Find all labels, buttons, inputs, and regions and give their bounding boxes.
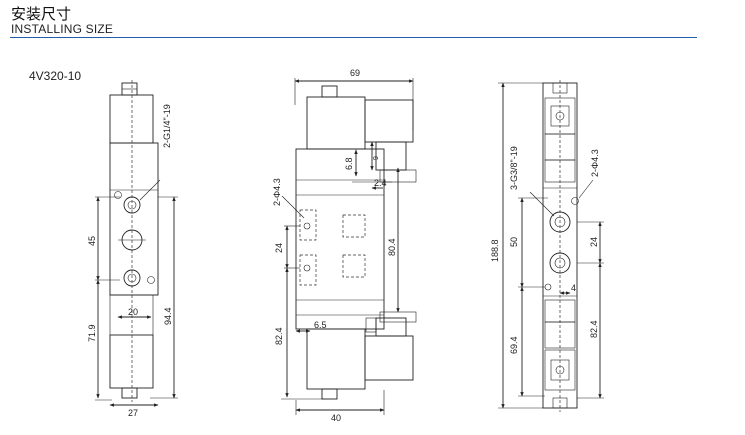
left-upper-coil: [109, 94, 154, 144]
section-title-chinese: 安装尺寸: [11, 5, 72, 23]
right-dim-69-4: 69.4: [509, 336, 519, 354]
right-view: [498, 80, 604, 412]
mid-plug-lower: [375, 317, 407, 337]
middle-view: [281, 78, 417, 415]
mid-bottom-nut: [321, 388, 338, 400]
mid-dim-40: 40: [331, 413, 341, 423]
mid-dim-9: 9: [373, 156, 380, 160]
mid-dim-24: 24: [274, 243, 284, 253]
mid-dim-80-4: 80.4: [387, 238, 397, 256]
left-dim-94-4: 94.4: [163, 307, 173, 325]
left-bottom-nut: [121, 387, 138, 399]
left-dim-45: 45: [87, 236, 97, 246]
left-dim-71-9: 71.9: [87, 324, 97, 342]
right-hole-label: 2-Φ4.3: [590, 149, 600, 177]
right-dim-188-8: 188.8: [490, 239, 500, 262]
mid-dim-2-4: 2.4: [374, 178, 387, 188]
mid-hole-lower: [303, 264, 311, 272]
mid-connector-lower: [364, 335, 414, 381]
mid-hole-label: 2-Φ4.3: [272, 178, 282, 206]
mid-dim-6-5: 6.5: [314, 320, 327, 330]
right-port-label: 3-G3/8"-19: [509, 146, 519, 190]
left-view: [95, 80, 178, 407]
left-lower-coil: [109, 334, 154, 389]
mid-dim-69: 69: [350, 68, 360, 78]
mid-top-nut: [321, 85, 338, 98]
mid-valve-body: [295, 148, 385, 330]
right-dim-24: 24: [589, 237, 599, 247]
left-port-label: 2-G1/4"-19: [162, 104, 172, 148]
header-divider: [10, 37, 697, 38]
right-dim-4: 4: [571, 283, 576, 293]
right-dim-82-4: 82.4: [589, 320, 599, 338]
left-dim-20: 20: [128, 307, 138, 317]
left-mount-hole-upper: [114, 191, 122, 199]
left-mount-hole-lower: [147, 276, 155, 284]
right-hole-lower: [544, 283, 552, 291]
mid-hole-upper: [303, 222, 311, 230]
mid-upper-coil: [306, 96, 366, 150]
mid-knurl-lower: [379, 311, 417, 323]
left-valve-body: [109, 142, 159, 296]
mid-dim-82-4: 82.4: [274, 327, 284, 345]
mid-lower-coil: [306, 328, 366, 390]
right-dim-50: 50: [509, 237, 519, 247]
mid-plug-upper: [375, 141, 407, 171]
mid-connector-upper: [364, 99, 414, 143]
right-hole-upper: [571, 197, 579, 205]
left-dim-27: 27: [128, 408, 138, 418]
section-title-english: INSTALLING SIZE: [11, 22, 114, 36]
model-number: 4V320-10: [29, 69, 82, 83]
mid-dim-6-8: 6.8: [344, 157, 354, 170]
